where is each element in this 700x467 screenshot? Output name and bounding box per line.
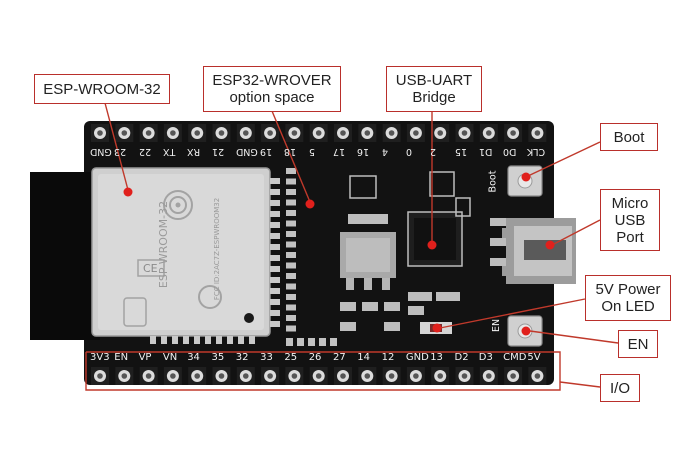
top-pin-label: 22: [138, 146, 151, 157]
bottom-pin-label: 26: [308, 352, 322, 363]
top-pin-label: D0: [503, 146, 517, 157]
top-pin-label: RX: [187, 146, 201, 157]
top-pin-label: GND: [90, 146, 112, 157]
callout-en: EN: [618, 330, 658, 358]
callout-esp32-wrover-option-space: ESP32-WROVER option space: [203, 66, 341, 112]
bottom-pin-label: 25: [284, 352, 298, 363]
bottom-pin-label: 3V3: [90, 352, 110, 363]
boot-silkscreen: Boot: [487, 170, 499, 193]
marker-dots: [123, 172, 555, 336]
bottom-header: [91, 367, 547, 385]
bottom-pin-label: 35: [211, 352, 225, 363]
callout-io: I/O: [600, 374, 640, 402]
en-silkscreen: EN: [491, 318, 503, 333]
bottom-pin-label: D3: [478, 352, 493, 363]
bottom-pin-label: 12: [381, 352, 395, 363]
wrover-option-pads: [286, 168, 337, 346]
bottom-pin-label: 5V: [527, 352, 541, 363]
top-pin-label: 21: [211, 146, 224, 157]
bottom-pin-label: GND: [405, 352, 429, 363]
callout-boot: Boot: [600, 123, 658, 151]
antenna-area: [30, 172, 100, 340]
top-pin-label: 15: [454, 146, 467, 157]
bottom-pin-label: 13: [430, 352, 443, 363]
top-pin-label: CLK: [527, 146, 546, 157]
top-pin-label: 23: [114, 146, 127, 157]
top-pin-label: 17: [333, 146, 346, 157]
fcc-logo-icon: [198, 285, 222, 309]
top-pin-label: 5: [308, 146, 315, 157]
callout-usb-uart-bridge: USB-UART Bridge: [386, 66, 482, 112]
top-header: [91, 124, 547, 142]
module-name-text: ESP-WROOM-32: [157, 200, 171, 289]
top-pin-label: 16: [357, 146, 370, 157]
top-pin-label: 4: [381, 146, 388, 157]
bottom-pin-label: D2: [454, 352, 469, 363]
bottom-pin-label: CMD: [503, 352, 527, 363]
bottom-pin-label: 14: [357, 352, 371, 363]
callout-5v-power-on-led: 5V Power On LED: [585, 275, 671, 321]
top-pin-label: 19: [260, 146, 273, 157]
bottom-pin-label: 27: [333, 352, 346, 363]
wifi-logo-icon: [163, 190, 193, 220]
top-pin-label: 18: [284, 146, 297, 157]
bottom-pin-label: VN: [162, 352, 178, 363]
bottom-pin-label: VP: [138, 352, 152, 363]
callout-micro-usb-port: Micro USB Port: [600, 189, 660, 251]
module-castellated-pins: [150, 178, 280, 344]
callout-esp-wroom-32: ESP-WROOM-32: [34, 74, 170, 104]
top-pin-label: 2: [430, 146, 437, 157]
top-pin-label: D1: [478, 146, 493, 157]
top-pin-label: TX: [162, 146, 176, 157]
top-pin-label: 0: [405, 146, 412, 157]
bottom-pin-label: 32: [235, 352, 249, 363]
leader-lines: [85, 102, 619, 391]
ce-mark-icon: [137, 259, 165, 277]
bottom-pin-label: 33: [260, 352, 273, 363]
wifi-badge-icon: [123, 297, 147, 327]
bottom-pin-label: EN: [114, 352, 129, 363]
bottom-pin-label: 34: [187, 352, 200, 363]
top-pin-label: GND: [235, 146, 258, 157]
module-ce-text: CE: [143, 262, 158, 275]
module-fcc-text: FCC ID:2AC7Z-ESPWROOM32: [213, 197, 222, 301]
